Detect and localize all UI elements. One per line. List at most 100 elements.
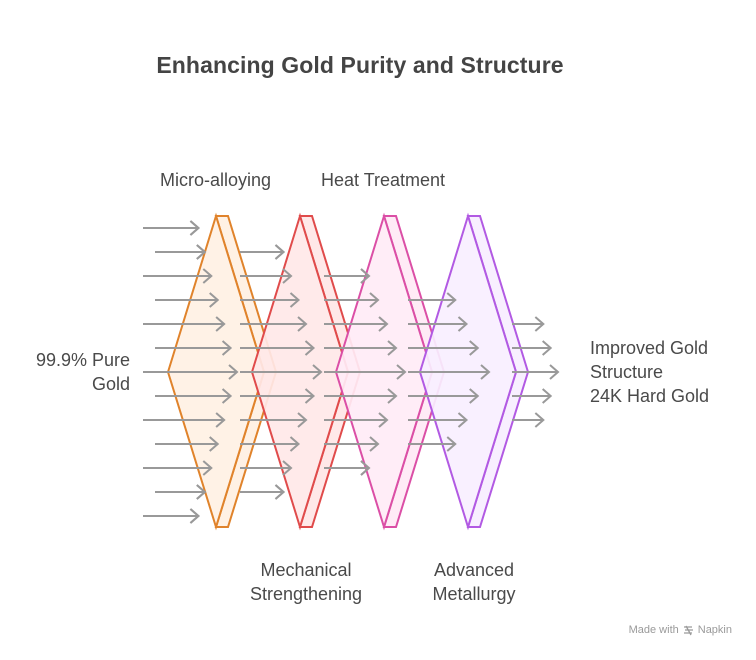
- arrow: [512, 388, 553, 404]
- arrow-head: [387, 340, 398, 356]
- arrow: [155, 244, 207, 260]
- arrow: [143, 316, 226, 332]
- arrow-head: [469, 340, 480, 356]
- arrow-head: [457, 412, 469, 428]
- output-label-line: 24K Hard Gold: [590, 386, 710, 406]
- output-label: Improved Gold Structure 24K Hard Gold: [590, 336, 709, 408]
- stage-label-line: Advanced: [433, 560, 515, 580]
- arrow-head: [457, 316, 469, 332]
- arrow-head: [297, 412, 308, 428]
- arrow-head: [202, 268, 213, 284]
- arrow: [155, 484, 207, 500]
- arrow: [408, 316, 469, 332]
- arrow: [324, 436, 380, 452]
- footer-attribution: Made with Napkin: [629, 624, 732, 636]
- arrow: [324, 340, 398, 356]
- arrow: [408, 388, 480, 404]
- through-arrows-2: [240, 244, 323, 500]
- arrow-head: [189, 220, 200, 236]
- stage-label-line: Strengthening: [249, 584, 363, 604]
- arrow-head: [274, 484, 286, 500]
- input-label-line: Gold: [91, 374, 130, 394]
- arrow-head: [221, 340, 233, 356]
- arrow-head: [480, 364, 491, 380]
- arrow: [512, 412, 545, 428]
- diagram-title: Enhancing Gold Purity and Structure: [156, 52, 564, 78]
- arrow: [143, 268, 213, 284]
- arrow-head: [289, 436, 301, 452]
- arrow: [143, 220, 200, 236]
- input-label-line: 99.9% Pure: [35, 350, 130, 370]
- arrow-head: [274, 244, 286, 260]
- arrow-head: [209, 436, 220, 452]
- arrow-head: [215, 412, 226, 428]
- arrow: [240, 436, 301, 452]
- stage-label-line: Mechanical: [260, 560, 352, 580]
- arrow: [408, 436, 457, 452]
- arrow-head: [469, 388, 480, 404]
- arrow: [143, 460, 213, 476]
- output-label-line: Improved Gold: [590, 338, 709, 358]
- arrow-head: [209, 292, 220, 308]
- arrow: [408, 412, 469, 428]
- arrow-head: [549, 364, 560, 380]
- arrow-head: [312, 364, 323, 380]
- arrow: [240, 484, 286, 500]
- napkin-logo-icon: [683, 625, 693, 635]
- arrow: [240, 412, 308, 428]
- arrow-head: [215, 316, 226, 332]
- arrow-head: [282, 460, 293, 476]
- arrow-head: [221, 388, 233, 404]
- stage-label-line: Metallurgy: [432, 584, 516, 604]
- stage-label-heat-treatment: Heat Treatment: [321, 168, 445, 192]
- arrow: [324, 364, 407, 380]
- arrow: [408, 340, 480, 356]
- footer-brand: Napkin: [697, 624, 732, 636]
- arrow-head: [304, 388, 316, 404]
- arrow-head: [360, 268, 371, 284]
- arrow-head: [196, 484, 207, 500]
- arrow-head: [542, 340, 553, 356]
- arrow-head: [446, 436, 457, 452]
- arrow-head: [446, 292, 457, 308]
- arrow-head: [534, 412, 545, 428]
- arrow-head: [396, 364, 407, 380]
- stage-label-micro-alloying: Micro-alloying: [160, 168, 271, 192]
- arrow-head: [534, 316, 545, 332]
- arrow-head: [228, 364, 239, 380]
- arrow-head: [378, 316, 389, 332]
- arrow-head: [378, 412, 389, 428]
- arrow: [240, 388, 316, 404]
- arrow: [240, 292, 301, 308]
- through-arrows-1: [143, 220, 239, 524]
- stage-label-line: Heat Treatment: [321, 170, 446, 190]
- arrow-head: [189, 508, 200, 524]
- arrow: [324, 412, 389, 428]
- arrow: [512, 340, 553, 356]
- arrow-head: [289, 292, 301, 308]
- arrow: [143, 364, 239, 380]
- arrow-head: [542, 388, 553, 404]
- stage-label-advanced-metallurgy: Advanced Metallurgy: [404, 558, 544, 606]
- arrow-head: [202, 460, 213, 476]
- arrow: [240, 340, 316, 356]
- arrow: [408, 292, 457, 308]
- stage-label-mechanical-strengthening: Mechanical Strengthening: [236, 558, 376, 606]
- arrow: [155, 292, 220, 308]
- arrow: [240, 316, 308, 332]
- arrow: [512, 364, 560, 380]
- input-label: 99.9% Pure Gold: [20, 348, 130, 396]
- arrow: [155, 340, 233, 356]
- arrow: [512, 316, 545, 332]
- output-label-line: Structure: [590, 362, 664, 382]
- through-arrows-4: [408, 292, 491, 452]
- arrow: [324, 460, 371, 476]
- arrow: [155, 388, 233, 404]
- arrow: [324, 292, 380, 308]
- arrow-head: [387, 388, 398, 404]
- arrow-head: [196, 244, 207, 260]
- arrow: [155, 436, 220, 452]
- arrow: [324, 268, 371, 284]
- arrow-head: [369, 292, 380, 308]
